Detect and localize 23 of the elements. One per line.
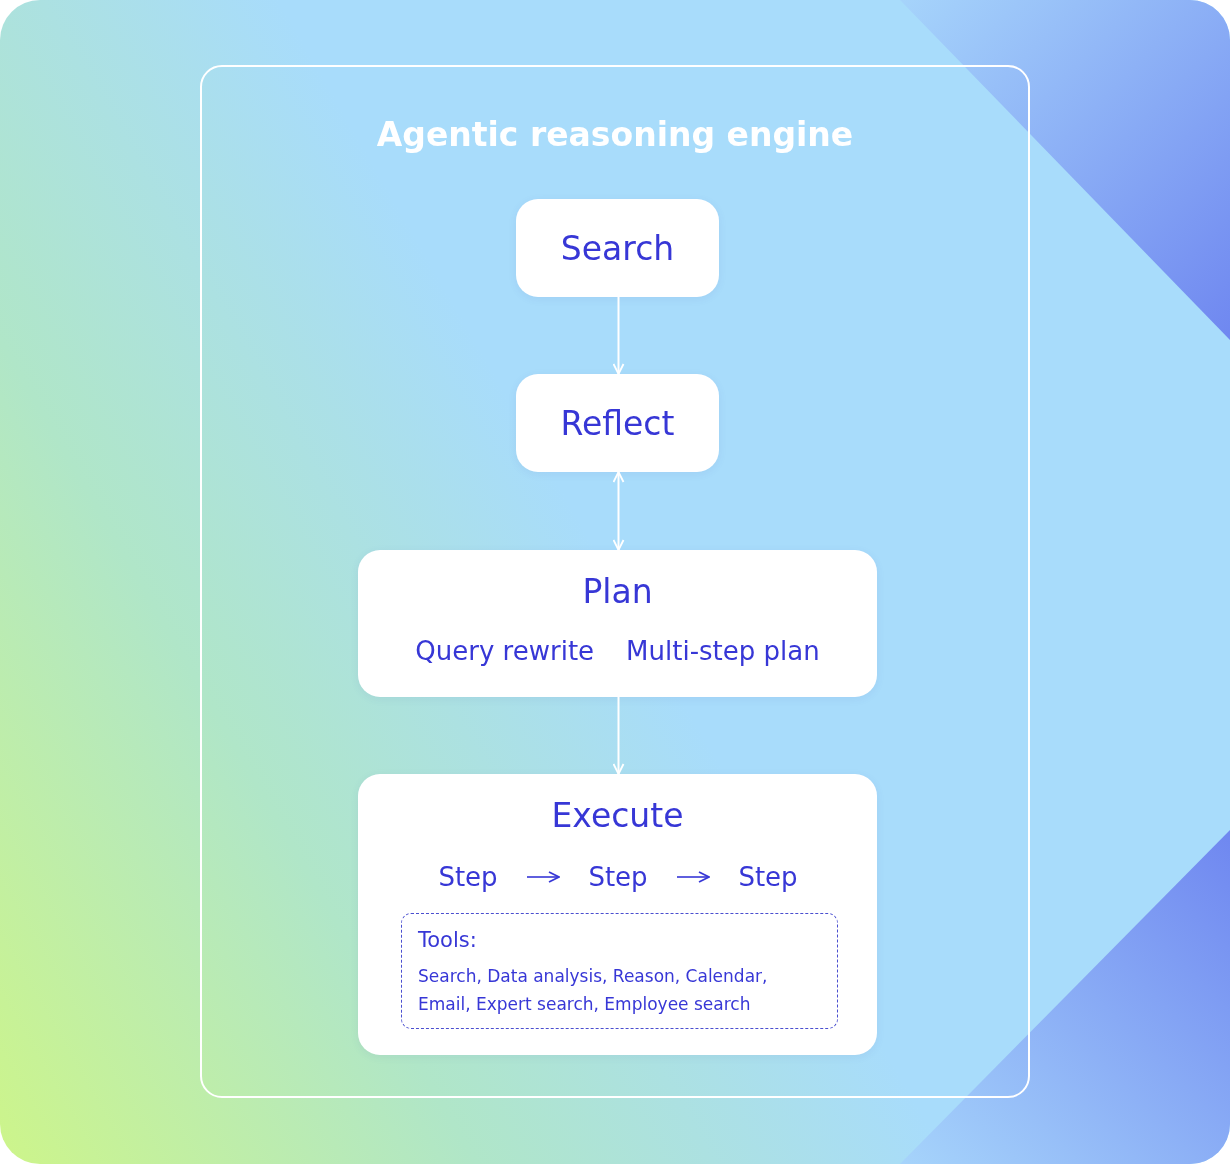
box-title: Reflect (560, 403, 675, 443)
arrow (612, 696, 625, 775)
arrow (612, 296, 625, 375)
step-label: Step (737, 861, 799, 894)
box-title: Search (560, 228, 675, 268)
process-box (516, 374, 719, 472)
arrow (612, 471, 625, 551)
process-box (516, 199, 719, 297)
engine-frame (200, 65, 1030, 1098)
step-label: Step (587, 861, 649, 894)
step-label: Step (437, 861, 499, 894)
box-title: Execute (550, 796, 685, 835)
sub-item-label: Multi-step plan (626, 636, 820, 666)
box-title: Plan (581, 572, 654, 611)
sub-item-label: Query rewrite (415, 636, 595, 666)
arrow (676, 871, 710, 883)
process-box (358, 550, 877, 697)
frame-title: Agentic reasoning engine (375, 115, 855, 154)
tools-box (401, 913, 838, 1029)
process-box (358, 774, 877, 1055)
arrow (526, 871, 560, 883)
tools-list: Search, Data analysis, Reason, Calendar, Email, Expert search, Employee search (418, 962, 797, 1018)
tools-heading: Tools: (418, 928, 477, 952)
